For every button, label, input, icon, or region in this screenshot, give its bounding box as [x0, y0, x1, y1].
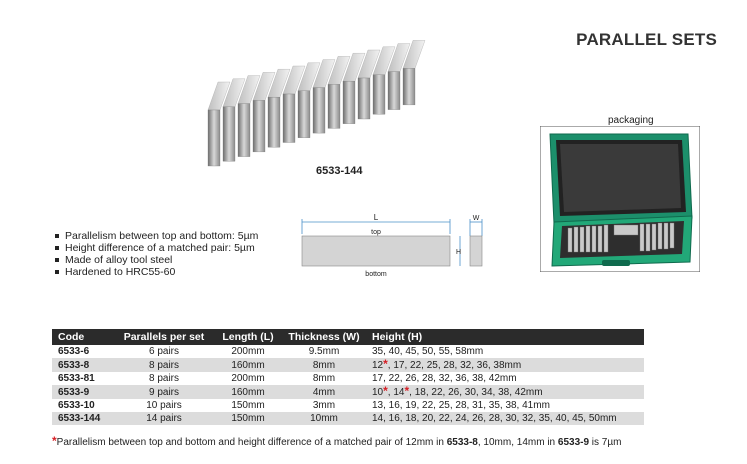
parallel-bar: [282, 93, 296, 143]
code-cell: 6533-9: [52, 385, 114, 399]
feature-item: Height difference of a matched pair: 5µm: [55, 242, 258, 254]
code-cell: 6533-81: [52, 372, 114, 385]
parallel-bar: [222, 106, 236, 162]
length-cell: 160mm: [214, 358, 282, 372]
thickness-cell: 8mm: [282, 358, 366, 372]
thickness-cell: 8mm: [282, 372, 366, 385]
pairs-cell: 8 pairs: [114, 372, 214, 385]
table-row: 6533-144 14 pairs 150mm 10mm 14, 16, 18,…: [52, 412, 644, 425]
code-cell: 6533-6: [52, 345, 114, 358]
height-cell: 12*, 17, 22, 25, 28, 32, 36, 38mm: [366, 358, 644, 372]
width-label: W: [473, 215, 480, 222]
pairs-cell: 8 pairs: [114, 358, 214, 372]
thickness-cell: 3mm: [282, 399, 366, 412]
length-cell: 150mm: [214, 399, 282, 412]
feature-item: Hardened to HRC55-60: [55, 266, 258, 278]
parallel-bar: [297, 90, 311, 138]
height-cell: 17, 22, 26, 28, 32, 36, 38, 42mm: [366, 372, 644, 385]
table-row: 6533-8 8 pairs 160mm 8mm 12*, 17, 22, 25…: [52, 358, 644, 372]
length-cell: 200mm: [214, 345, 282, 358]
dimension-diagram: L top bottom H W: [301, 213, 483, 278]
pairs-cell: 6 pairs: [114, 345, 214, 358]
feature-item: Made of alloy tool steel: [55, 254, 258, 266]
parallel-bar: [402, 68, 416, 106]
footnote: *Parallelism between top and bottom and …: [52, 434, 622, 448]
parallel-bar: [312, 87, 326, 134]
footnote-star: *: [383, 357, 388, 371]
pairs-cell: 10 pairs: [114, 399, 214, 412]
parallel-bar: [357, 77, 371, 120]
bar-end-view: [469, 235, 483, 267]
col-header-parallels: Parallels per set: [114, 329, 214, 345]
product-photo: [207, 40, 426, 167]
length-label: L: [374, 213, 379, 222]
table-header-row: Code Parallels per set Length (L) Thickn…: [52, 329, 644, 345]
parallel-bar: [342, 81, 356, 124]
parallel-bar: [267, 97, 281, 148]
table-row: 6533-81 8 pairs 200mm 8mm 17, 22, 26, 28…: [52, 372, 644, 385]
bar-side-view: [301, 235, 451, 267]
bottom-label: bottom: [365, 271, 387, 278]
feature-item: Parallelism between top and bottom: 5µm: [55, 230, 258, 242]
height-cell: 14, 16, 18, 20, 22, 24, 26, 28, 30, 32, …: [366, 412, 644, 425]
table-row: 6533-6 6 pairs 200mm 9.5mm 35, 40, 45, 5…: [52, 345, 644, 358]
parallel-bar: [252, 100, 266, 153]
code-cell: 6533-10: [52, 399, 114, 412]
parallel-bar: [372, 74, 386, 115]
height-cell: 13, 16, 19, 22, 25, 28, 31, 35, 38, 41mm: [366, 399, 644, 412]
pairs-cell: 9 pairs: [114, 385, 214, 399]
parallel-bar: [207, 109, 221, 167]
pairs-cell: 14 pairs: [114, 412, 214, 425]
height-label: H: [456, 249, 461, 256]
product-caption: 6533-144: [316, 165, 363, 177]
thickness-cell: 10mm: [282, 412, 366, 425]
col-header-code: Code: [52, 329, 114, 345]
spec-table: Code Parallels per set Length (L) Thickn…: [52, 329, 644, 425]
table-row: 6533-10 10 pairs 150mm 3mm 13, 16, 19, 2…: [52, 399, 644, 412]
thickness-cell: 4mm: [282, 385, 366, 399]
thickness-cell: 9.5mm: [282, 345, 366, 358]
feature-list: Parallelism between top and bottom: 5µm …: [55, 230, 258, 278]
code-cell: 6533-8: [52, 358, 114, 372]
col-header-length: Length (L): [214, 329, 282, 345]
parallel-bar: [237, 103, 251, 157]
length-cell: 200mm: [214, 372, 282, 385]
height-cell: 35, 40, 45, 50, 55, 58mm: [366, 345, 644, 358]
length-cell: 150mm: [214, 412, 282, 425]
packaging-label: packaging: [608, 115, 654, 126]
col-header-thickness: Thickness (W): [282, 329, 366, 345]
code-cell: 6533-144: [52, 412, 114, 425]
footnote-star: *: [52, 434, 57, 448]
length-cell: 160mm: [214, 385, 282, 399]
footnote-star: *: [383, 384, 388, 398]
footnote-star: *: [404, 384, 410, 398]
col-header-height: Height (H): [366, 329, 644, 345]
top-label: top: [371, 229, 381, 236]
parallel-bar: [327, 84, 341, 129]
parallel-bar: [387, 71, 401, 110]
table-row: 6533-9 9 pairs 160mm 4mm 10*, 14*, 18, 2…: [52, 385, 644, 399]
packaging-photo: [540, 126, 700, 272]
height-cell: 10*, 14*, 18, 22, 26, 30, 34, 38, 42mm: [366, 385, 644, 399]
page-title: PARALLEL SETS: [576, 30, 717, 49]
